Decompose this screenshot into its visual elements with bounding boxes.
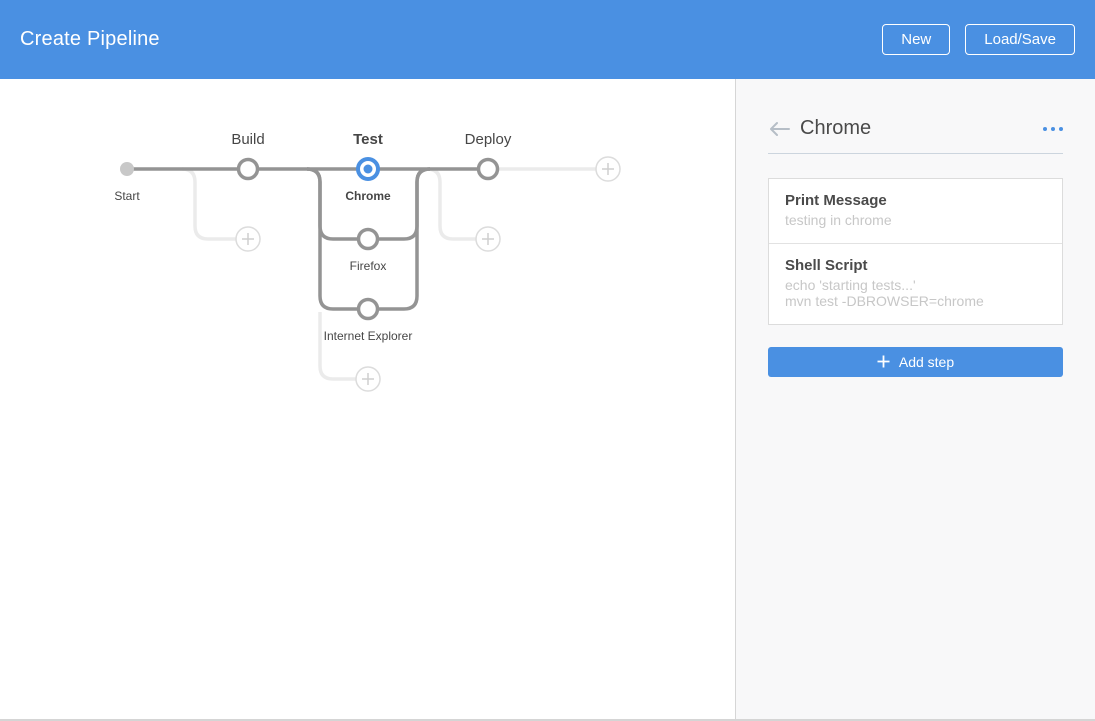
step-name: Print Message <box>785 192 887 209</box>
plus-icon <box>877 355 890 368</box>
start-label: Start <box>114 189 140 203</box>
add-step-button[interactable]: Add step <box>768 346 1063 377</box>
branch-label-internet-explorer: Internet Explorer <box>323 329 413 343</box>
panel-title: Chrome <box>800 117 872 139</box>
page-title: Create Pipeline <box>20 28 160 50</box>
plus-icon <box>242 233 254 245</box>
step-name: Shell Script <box>785 256 868 274</box>
step-detail: mvn test -DBROWSER=chrome <box>785 293 984 310</box>
more-options-button[interactable] <box>1043 123 1063 135</box>
header-bar: Create Pipeline New Load/Save <box>0 0 1095 79</box>
pipeline-graph-canvas: Start Build Test Deploy Chrome Firefox I… <box>0 79 735 719</box>
branch-label-firefox: Firefox <box>349 259 387 273</box>
node-build[interactable] <box>236 157 260 181</box>
load-save-button[interactable]: Load/Save <box>965 24 1075 55</box>
stage-label-deploy: Deploy <box>464 131 512 148</box>
add-stage-end-button[interactable] <box>595 156 621 182</box>
ellipsis-icon <box>1043 126 1047 131</box>
stage-label-build: Build <box>231 131 265 148</box>
header-actions: New Load/Save <box>882 24 1075 55</box>
node-test-chrome-selected[interactable] <box>356 157 380 181</box>
add-branch-to-test-button[interactable] <box>355 366 381 392</box>
panel-header: Chrome <box>768 117 1063 140</box>
step-row-print-message[interactable]: Print Message testing in chrome <box>769 179 1062 243</box>
branch-label-chrome: Chrome <box>345 189 391 203</box>
stage-connectors <box>127 167 488 311</box>
stage-detail-panel: Chrome Print Message testing in chrome S… <box>735 79 1095 719</box>
add-stage-after-test-button[interactable] <box>475 226 501 252</box>
steps-list: Print Message testing in chrome Shell Sc… <box>768 178 1063 325</box>
plus-icon <box>362 373 374 385</box>
step-detail: echo 'starting tests...' <box>785 276 916 293</box>
stage-label-test: Test <box>353 131 383 148</box>
start-node <box>120 162 134 176</box>
pipeline-graph <box>120 156 621 392</box>
node-deploy[interactable] <box>476 157 500 181</box>
add-step-label: Add step <box>898 353 955 370</box>
plus-icon <box>602 163 614 175</box>
plus-icon <box>482 233 494 245</box>
node-internet-explorer[interactable] <box>356 297 380 321</box>
back-arrow-icon <box>770 121 790 136</box>
step-row-shell-script[interactable]: Shell Script echo 'starting tests...' mv… <box>769 242 1062 324</box>
step-detail: testing in chrome <box>785 212 892 228</box>
new-button[interactable]: New <box>882 24 951 55</box>
node-firefox[interactable] <box>356 227 380 251</box>
back-button[interactable] <box>768 121 790 137</box>
add-stage-after-build-button[interactable] <box>235 226 261 252</box>
panel-divider <box>768 153 1063 154</box>
